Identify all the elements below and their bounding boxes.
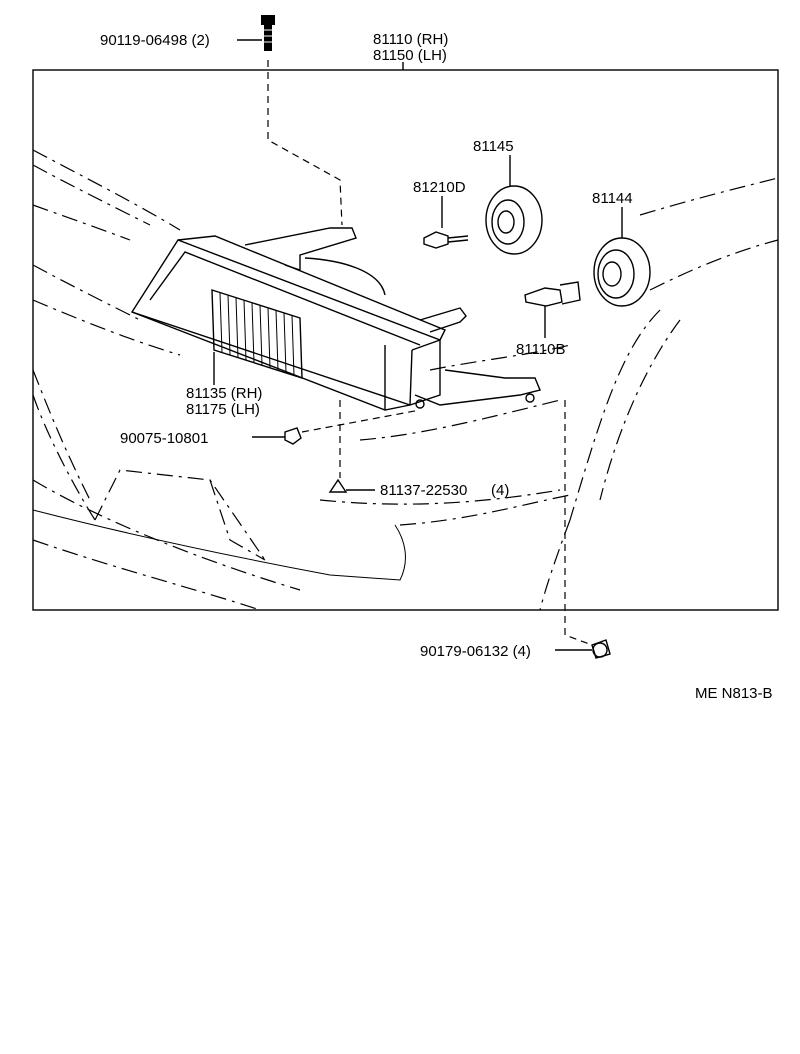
bulb-81110b <box>524 281 581 338</box>
bulb-81110b-label: 81110B <box>516 341 566 358</box>
title-lh-label: 81150 (LH) <box>373 47 447 64</box>
reference-code: ME N813-B <box>695 685 773 702</box>
vehicle-body-outline <box>32 149 779 611</box>
nut-label: 90075-10801 <box>120 430 208 447</box>
title-rh-label: 81110 (RH) <box>373 31 448 48</box>
lens-grille <box>211 289 303 379</box>
screw-label: 90179-06132 (4) <box>420 643 531 660</box>
clip-label: 81137-22530 <box>380 482 467 499</box>
diagram-frame <box>32 69 779 611</box>
clip-qty-label: (4) <box>491 482 509 499</box>
bulb-81210d-label: 81210D <box>413 179 466 196</box>
socket-81145 <box>485 155 543 255</box>
lens-lh-label: 81175 (LH) <box>186 401 260 418</box>
screw-90179 <box>555 400 611 659</box>
socket-81144 <box>593 207 651 307</box>
clip-81137 <box>328 400 375 493</box>
bolt-90119 <box>237 15 343 226</box>
bulb-81210d <box>423 196 469 249</box>
socket-81145-label: 81145 <box>473 138 514 155</box>
nut-90075 <box>252 409 421 445</box>
socket-81144-label: 81144 <box>592 190 633 207</box>
bolt-label: 90119-06498 (2) <box>100 32 210 49</box>
lens-rh-label: 81135 (RH) <box>186 385 262 402</box>
headlamp-assembly <box>130 227 541 411</box>
